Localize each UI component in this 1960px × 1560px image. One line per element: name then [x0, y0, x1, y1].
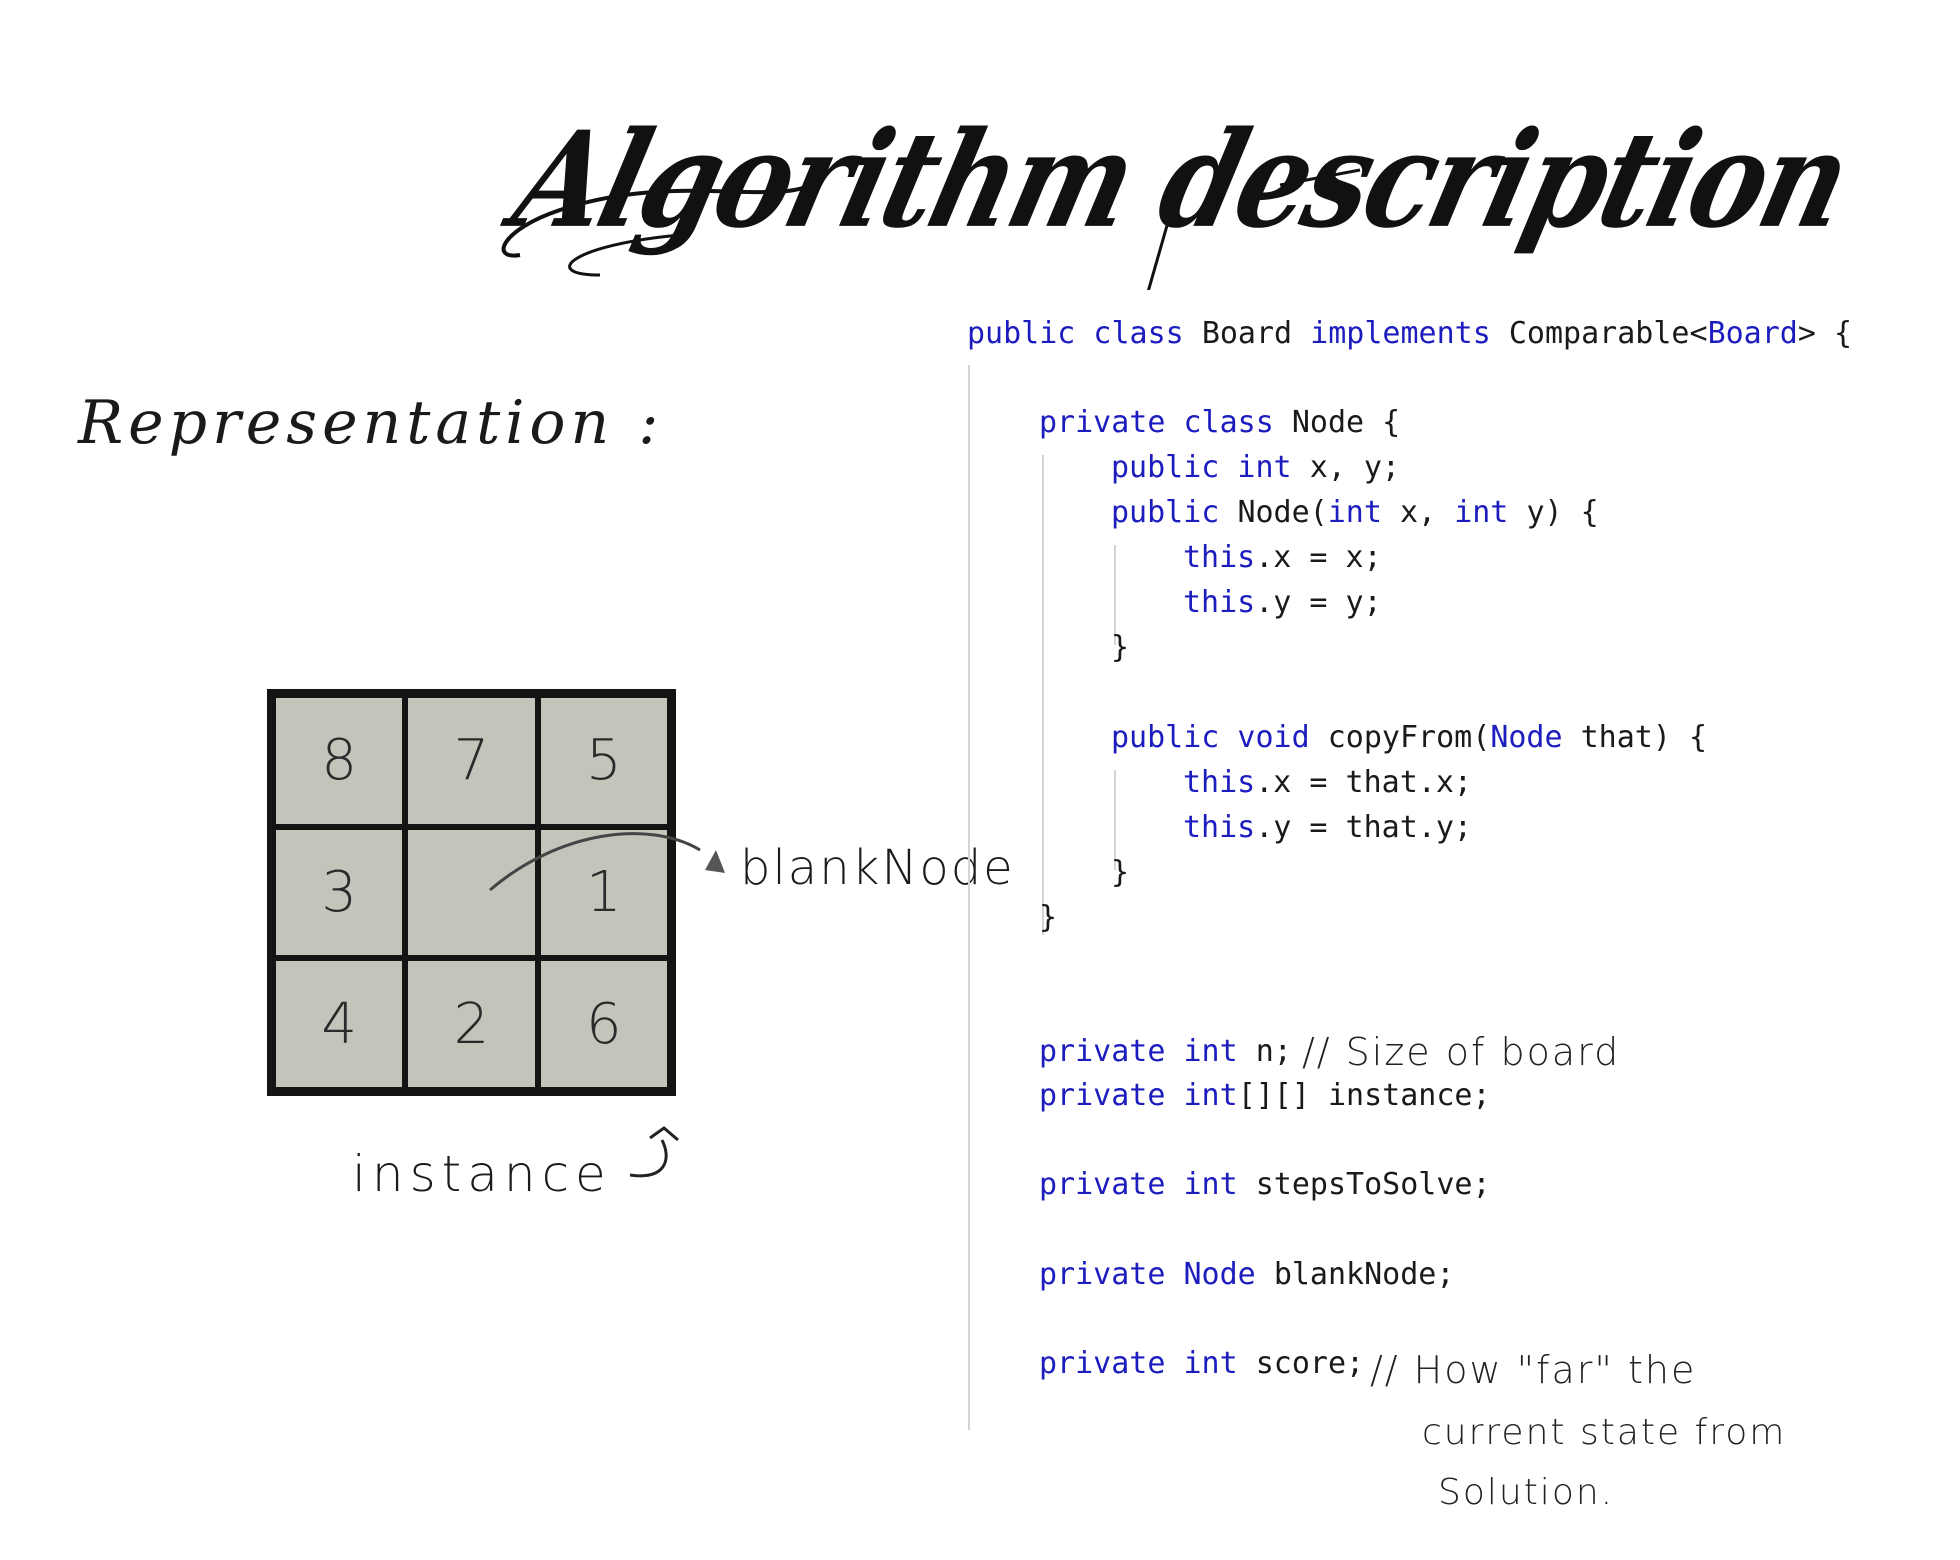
instance-label: instance [352, 1145, 612, 1203]
code-line: public void copyFrom(Node that) { [1111, 720, 1708, 755]
grid-cell: 2 [405, 958, 538, 1090]
grid-cell: 7 [405, 695, 538, 827]
code-line: public Node(int x, int y) { [1111, 495, 1599, 530]
grid-cell: 4 [273, 958, 406, 1090]
instance-arrowhead [649, 1126, 679, 1142]
grid-cell: 8 [273, 695, 406, 827]
instance-arrow [629, 1139, 668, 1178]
code-line: this.x = x; [1183, 540, 1382, 575]
code-line: this.y = y; [1183, 585, 1382, 620]
grid-cell: 3 [273, 826, 406, 959]
code-line: } [1039, 900, 1058, 935]
representation-label: Representation : [78, 388, 664, 458]
code-line: private int n; [1039, 1034, 1292, 1069]
comment-score-line1: // How "far" the [1370, 1348, 1697, 1392]
indent-guide [968, 365, 970, 1430]
grid-cell: 1 [537, 826, 670, 959]
page-title: Algorithm description [480, 60, 1862, 290]
code-line: } [1111, 855, 1130, 890]
code-block: public class Board implements Comparable… [967, 316, 1852, 1381]
comment-score-line2: current state from [1422, 1412, 1787, 1453]
grid-cell: 6 [537, 958, 670, 1090]
code-line: this.y = that.y; [1183, 810, 1472, 845]
code-line: private class Node { [1039, 405, 1401, 440]
indent-guide [1114, 545, 1116, 645]
indent-guide [1114, 770, 1116, 870]
code-line: this.x = that.x; [1183, 765, 1472, 800]
comment-score-line3: Solution. [1438, 1472, 1615, 1513]
code-line: } [1111, 630, 1130, 665]
code-line: private int[][] instance; [1039, 1078, 1491, 1113]
blank-node-label: blankNode [740, 840, 1015, 896]
blank-node-arrow [489, 832, 701, 892]
puzzle-grid: 8 7 5 3 1 4 2 6 [267, 689, 676, 1096]
indent-guide [1042, 455, 1044, 935]
grid-cell: 5 [537, 695, 670, 827]
code-line: public int x, y; [1111, 450, 1400, 485]
grid-cell-blank [405, 826, 538, 959]
code-line: private int score; [1039, 1346, 1365, 1381]
code-line: private Node blankNode; [1039, 1257, 1455, 1292]
blank-node-arrowhead [705, 850, 725, 873]
comment-size-of-board: // Size of board [1302, 1030, 1621, 1074]
title-flourish [501, 168, 1361, 290]
code-line: public class Board implements Comparable… [967, 316, 1853, 351]
code-line: private int stepsToSolve; [1039, 1167, 1491, 1202]
